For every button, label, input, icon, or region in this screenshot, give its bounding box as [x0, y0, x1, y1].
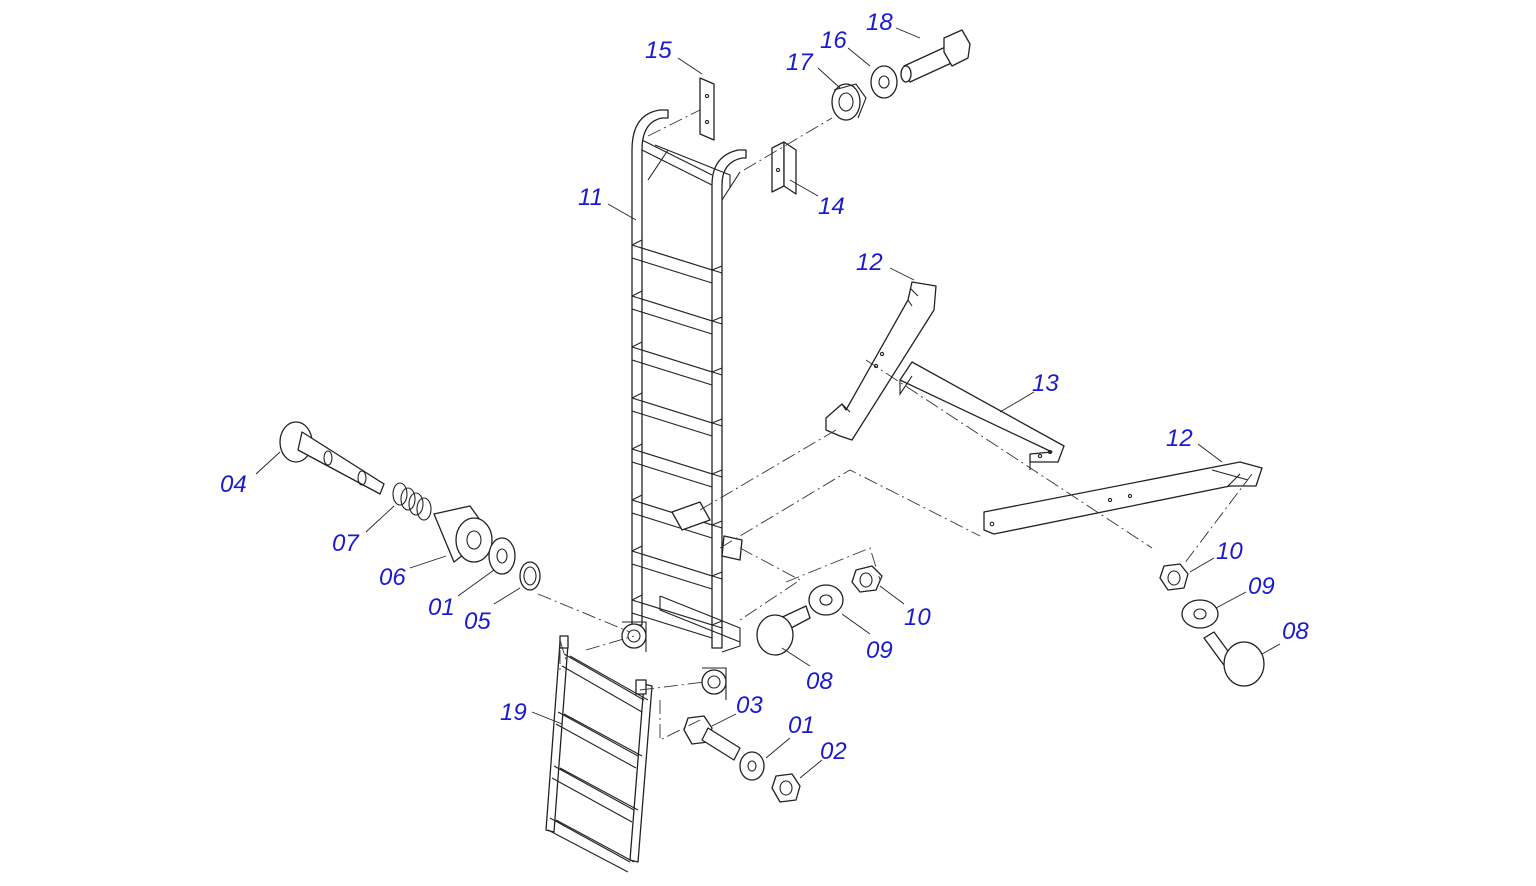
- label-01-bottom: 01: [788, 712, 815, 739]
- label-03: 03: [736, 692, 763, 719]
- part-12-upper-arm: [825, 281, 937, 441]
- label-08-middle: 08: [806, 668, 833, 695]
- part-01-washer-bottom: [739, 751, 765, 781]
- label-16: 16: [820, 27, 847, 54]
- label-06: 06: [379, 564, 406, 591]
- label-13: 13: [1032, 370, 1059, 397]
- part-16-washer: [870, 65, 898, 99]
- label-08-right: 08: [1282, 618, 1309, 645]
- label-11: 11: [578, 184, 603, 211]
- part-14-bracket: [771, 141, 797, 195]
- label-17: 17: [786, 49, 814, 76]
- label-04: 04: [220, 471, 247, 498]
- part-08-pin-middle: [756, 605, 811, 656]
- main-ladder: [621, 109, 747, 700]
- part-10-nut-middle: [851, 565, 883, 593]
- part-17-nut: [831, 83, 867, 121]
- part-05-retaining-ring: [519, 561, 541, 591]
- part-08-pin-right: [1203, 631, 1265, 687]
- part-18-bolt: [900, 29, 971, 83]
- part-02-nut: [771, 773, 801, 803]
- part-03-bolt: [683, 715, 741, 761]
- label-02: 02: [820, 738, 847, 765]
- part-06-bushing: [433, 505, 493, 563]
- part-10-nut-right: [1159, 563, 1189, 591]
- part-12-lower-arm: [983, 461, 1263, 535]
- part-04-pin: [279, 421, 385, 495]
- label-07: 07: [332, 530, 360, 557]
- label-18: 18: [866, 9, 893, 36]
- label-09-middle: 09: [866, 637, 893, 664]
- label-05: 05: [464, 608, 491, 635]
- part-09-washer-middle: [808, 584, 844, 616]
- label-14: 14: [818, 193, 845, 220]
- label-10-right: 10: [1216, 538, 1243, 565]
- part-labels: 15 16 17 18 11 14 12 13 12 04 07 06 01 0…: [220, 9, 1309, 765]
- small-ladder: [545, 635, 653, 873]
- part-01-washer-left: [488, 537, 516, 575]
- label-19: 19: [500, 699, 527, 726]
- leader-lines: [255, 27, 1281, 779]
- part-15-plate: [699, 77, 715, 141]
- label-01-left: 01: [428, 594, 455, 621]
- label-10-middle: 10: [904, 604, 931, 631]
- center-lines: [537, 109, 1253, 741]
- label-15: 15: [645, 37, 672, 64]
- label-12-upper: 12: [856, 249, 883, 276]
- label-09-right: 09: [1248, 573, 1275, 600]
- part-09-washer-right: [1181, 599, 1219, 629]
- part-07-spring: [392, 482, 432, 521]
- label-12-lower: 12: [1166, 425, 1193, 452]
